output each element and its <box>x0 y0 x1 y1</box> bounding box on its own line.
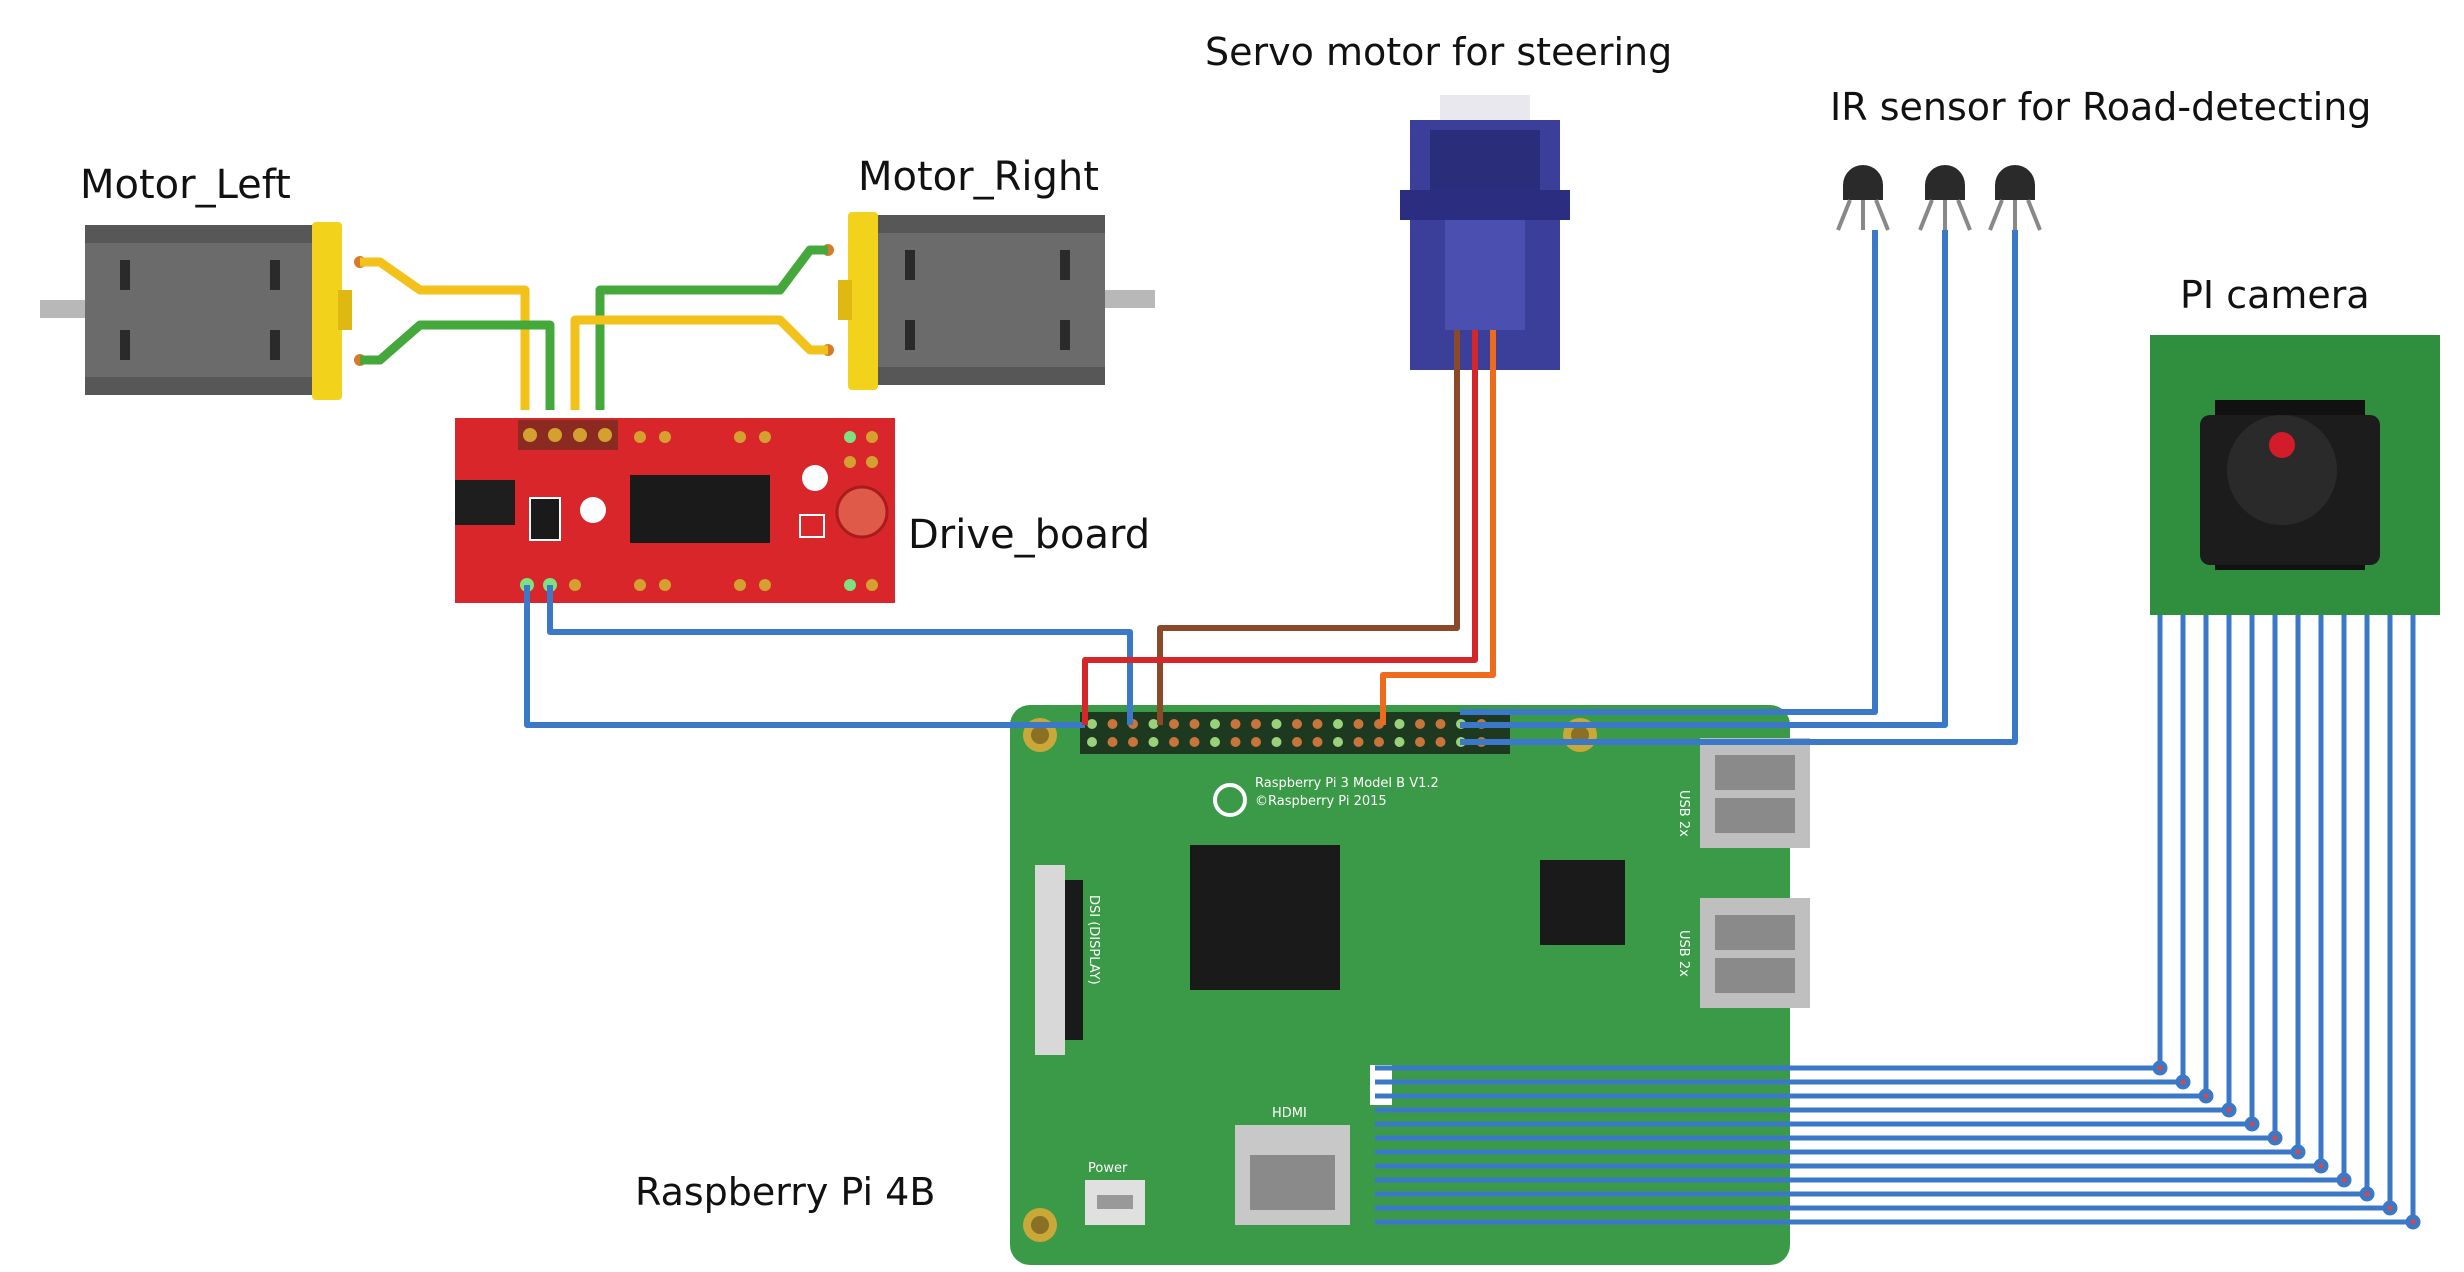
camera-wire-end <box>2152 1060 2168 1076</box>
label-drive-board: Drive_board <box>908 512 1150 558</box>
gpio-pin <box>1435 719 1446 729</box>
gpio-pin <box>1189 737 1200 747</box>
motor-wires <box>360 245 828 410</box>
gpio-pin <box>1312 737 1323 747</box>
gpio-pin <box>1353 719 1364 729</box>
label-motor-left: Motor_Left <box>80 162 291 208</box>
motor-left <box>40 222 366 400</box>
silk-dsi: DSI (DISPLAY) <box>1086 895 1101 985</box>
label-ir-sensor: IR sensor for Road-detecting <box>1830 85 2371 129</box>
silk-hdmi: HDMI <box>1272 1106 1307 1121</box>
camera-wire-end <box>2313 1158 2329 1174</box>
gpio-pin <box>1128 737 1138 747</box>
gpio-pin <box>1087 719 1097 729</box>
label-motor-right: Motor_Right <box>858 154 1099 200</box>
gpio-pin <box>1435 737 1446 747</box>
camera-wire-end <box>2198 1088 2214 1104</box>
gpio-pin <box>1415 737 1425 747</box>
gpio-pin <box>1394 719 1405 729</box>
camera-wire-end <box>2382 1200 2398 1216</box>
camera-wire-end <box>2175 1074 2191 1090</box>
gpio-pin <box>1292 737 1302 747</box>
drive-board <box>455 418 895 603</box>
camera-wire-end <box>2405 1214 2421 1230</box>
gpio-pin <box>1169 719 1179 729</box>
gpio-pin <box>1148 719 1159 729</box>
gpio-pin <box>1333 737 1343 747</box>
label-raspberry-pi: Raspberry Pi 4B <box>635 1170 935 1214</box>
gpio-pin <box>1292 719 1302 729</box>
silk-copyright: ©Raspberry Pi 2015 <box>1255 794 1387 809</box>
label-servo: Servo motor for steering <box>1205 30 1672 74</box>
silk-usb-2: USB 2x <box>1676 930 1691 977</box>
gpio-pin <box>1271 737 1282 747</box>
gpio-pin <box>1210 737 1220 747</box>
gpio-pin <box>1333 719 1343 729</box>
gpio-pin <box>1189 719 1200 729</box>
signal-wires <box>524 230 2018 745</box>
camera-wire-end <box>2221 1102 2237 1118</box>
camera-wire-end <box>2267 1130 2283 1146</box>
gpio-pin <box>1353 737 1364 747</box>
gpio-pin <box>1087 737 1097 747</box>
gpio-pin <box>1394 737 1405 747</box>
gpio-header <box>1087 719 1487 747</box>
silk-power: Power <box>1088 1161 1128 1176</box>
gpio-pin <box>1230 737 1241 747</box>
pi-camera <box>2150 335 2440 615</box>
gpio-pin <box>1251 719 1261 729</box>
gpio-pin <box>1107 719 1118 729</box>
servo-motor <box>1400 95 1570 370</box>
motor-right <box>822 212 1155 390</box>
camera-wires <box>1375 615 2421 1230</box>
silk-usb-1: USB 2x <box>1676 790 1691 837</box>
camera-wire-end <box>2359 1186 2375 1202</box>
gpio-pin <box>1230 719 1241 729</box>
camera-wire-end <box>2244 1116 2260 1132</box>
gpio-pin <box>1251 737 1261 747</box>
label-pi-camera: PI camera <box>2180 273 2370 317</box>
gpio-pin <box>1169 737 1179 747</box>
gpio-pin <box>1374 737 1384 747</box>
gpio-pin <box>1415 719 1425 729</box>
gpio-pin <box>1210 719 1220 729</box>
silk-model: Raspberry Pi 3 Model B V1.2 <box>1255 776 1439 791</box>
gpio-pin <box>1312 719 1323 729</box>
camera-wire-end <box>2336 1172 2352 1188</box>
gpio-pin <box>1107 737 1118 747</box>
gpio-pin <box>1148 737 1159 747</box>
camera-wire-end <box>2290 1144 2306 1160</box>
gpio-pin <box>1271 719 1282 729</box>
ir-sensors <box>1836 165 2042 231</box>
